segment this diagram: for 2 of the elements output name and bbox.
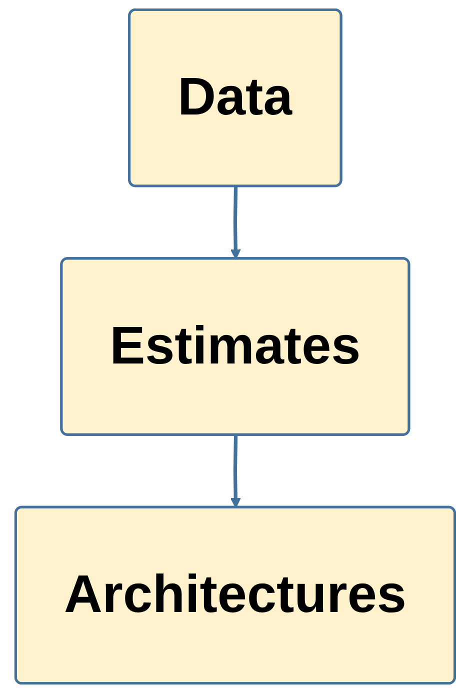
arrow — [230, 186, 241, 260]
arrow — [230, 435, 241, 508]
